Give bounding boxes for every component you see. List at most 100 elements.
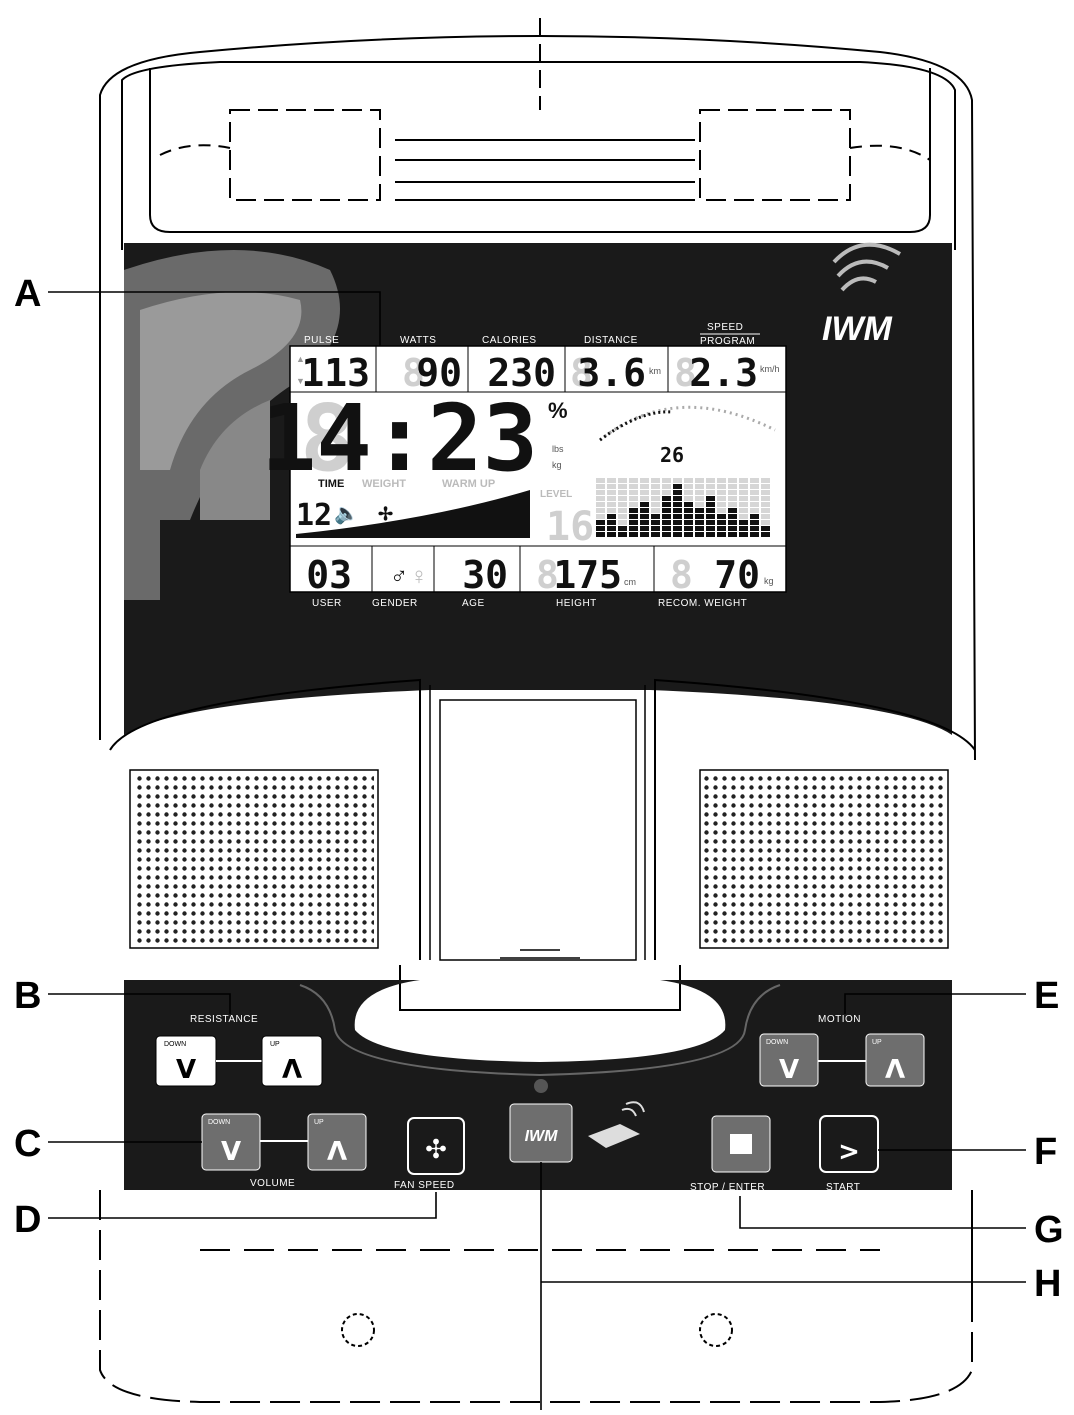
program-bar-segment [717, 508, 726, 513]
program-bar-segment [629, 532, 638, 537]
volume-label: VOLUME [250, 1178, 295, 1189]
program-bar-segment [695, 502, 704, 507]
program-bar-segment [728, 496, 737, 501]
program-bar-segment [761, 514, 770, 519]
fan-speed-button[interactable]: ✣ [407, 1117, 465, 1175]
program-bar-segment [662, 490, 671, 495]
program-bar-segment [607, 514, 616, 519]
program-bar-segment [651, 532, 660, 537]
warm-up-mode-label: WARM UP [442, 478, 495, 490]
program-bar-segment [651, 502, 660, 507]
program-bar-segment [640, 502, 649, 507]
callout-c: C [14, 1123, 41, 1165]
program-bar-segment [750, 496, 759, 501]
program-bar-segment [706, 532, 715, 537]
program-bar-segment [739, 490, 748, 495]
program-bar-segment [706, 496, 715, 501]
program-bar-segment [750, 484, 759, 489]
volume-down-button[interactable]: DOWN V [201, 1113, 261, 1171]
program-bar-segment [695, 484, 704, 489]
program-bar-segment [640, 532, 649, 537]
program-bar-segment [596, 526, 605, 531]
start-button[interactable]: > [819, 1115, 879, 1173]
female-icon: ♀ [410, 563, 428, 590]
volume-up-button[interactable]: UP Λ [307, 1113, 367, 1171]
program-bar-segment [750, 514, 759, 519]
program-bar-segment [739, 508, 748, 513]
fan-button-icon: ✣ [425, 1134, 447, 1164]
program-bar-segment [607, 526, 616, 531]
program-bar-segment [739, 484, 748, 489]
program-bar-segment [706, 526, 715, 531]
percent-symbol: % [548, 398, 568, 423]
program-bar-segment [695, 532, 704, 537]
height-label: HEIGHT [556, 598, 597, 609]
motion-up-button[interactable]: UP Λ [865, 1033, 925, 1087]
program-bar-segment [673, 478, 682, 483]
weight-ghost-digit: 8 [670, 553, 693, 597]
program-bar-segment [761, 496, 770, 501]
program-bar-segment [651, 478, 660, 483]
callout-leaders [48, 291, 1026, 1410]
program-bar-segment [739, 496, 748, 501]
callout-g: G [1034, 1209, 1064, 1251]
program-bar-segment [662, 502, 671, 507]
program-bar-segment [728, 532, 737, 537]
small-value: 12 [296, 498, 332, 533]
program-bar-segment [739, 514, 748, 519]
pulse-arrow-down-icon: ▼ [296, 376, 305, 386]
iwm-logo-text: IWM [822, 310, 893, 348]
height-value: 175 [553, 553, 622, 597]
callout-h: H [1034, 1263, 1061, 1305]
program-bar-segment [728, 526, 737, 531]
program-bar-segment [618, 502, 627, 507]
resistance-up-button[interactable]: UP Λ [261, 1035, 323, 1087]
callout-e: E [1034, 975, 1059, 1017]
speaker-icon: 🔈 [334, 503, 359, 525]
program-bar-segment [706, 478, 715, 483]
program-bar-segment [717, 490, 726, 495]
program-bar-segment [629, 508, 638, 513]
program-label: PROGRAM [700, 336, 755, 347]
program-bar-segment [618, 478, 627, 483]
program-bar-segment [739, 526, 748, 531]
calories-label: CALORIES [482, 335, 537, 346]
resistance-down-button[interactable]: DOWN V [155, 1035, 217, 1087]
program-bar-segment [596, 508, 605, 513]
program-bar-segment [662, 526, 671, 531]
callout-d: D [14, 1199, 41, 1241]
weight-mode-label: WEIGHT [362, 478, 406, 490]
weight-unit: kg [764, 576, 774, 586]
program-bar-segment [761, 478, 770, 483]
main-ghost-digit: 8 [300, 385, 355, 492]
gauge-value: 26 [660, 443, 684, 467]
program-bar-segment [761, 520, 770, 525]
motion-down-caption: DOWN [766, 1039, 788, 1046]
program-bar-segment [673, 490, 682, 495]
resistance-down-caption: DOWN [164, 1041, 186, 1048]
gender-label: GENDER [372, 598, 418, 609]
program-bar-segment [673, 508, 682, 513]
program-bar-segment [684, 478, 693, 483]
program-bar-segment [629, 502, 638, 507]
calories-value: 230 [487, 351, 556, 395]
stop-enter-button[interactable] [711, 1115, 771, 1173]
nfc-tag-icon [588, 1101, 645, 1148]
program-bar-segment [706, 520, 715, 525]
program-bar-segment [640, 478, 649, 483]
program-bar-segment [673, 514, 682, 519]
program-bar-segment [618, 526, 627, 531]
program-bar-segment [684, 508, 693, 513]
iwm-button[interactable]: IWM [509, 1103, 573, 1163]
program-bar-segment [640, 496, 649, 501]
resistance-ramp [296, 490, 530, 538]
program-bar-segment [706, 502, 715, 507]
program-bar-segment [629, 514, 638, 519]
motion-down-button[interactable]: DOWN V [759, 1033, 819, 1087]
program-bar-segment [596, 484, 605, 489]
height-ghost-digit: 8 [536, 553, 559, 597]
program-bar-segment [651, 508, 660, 513]
program-bar-segment [662, 478, 671, 483]
program-bar-segment [596, 532, 605, 537]
program-bar-segment [684, 496, 693, 501]
